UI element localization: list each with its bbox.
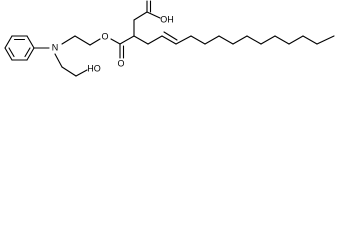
ester-oxygen-label: O [101, 31, 108, 41]
benzene-ring [4, 35, 35, 61]
acid-hydroxyl-label: OH [160, 14, 174, 24]
ester-group [110, 35, 135, 59]
carbonyl-oxygen-label: O [117, 58, 124, 68]
alcohol-hydroxyl-label: HO [87, 63, 101, 73]
nitrogen-label: N [52, 42, 59, 52]
chemical-structure-diagram: N O O OH HO [4, 0, 335, 77]
hydroxyethyl-chain [54, 53, 88, 77]
ethyl-linker [61, 35, 101, 46]
acid-arm [133, 0, 161, 37]
alkenyl-chain [133, 31, 335, 45]
